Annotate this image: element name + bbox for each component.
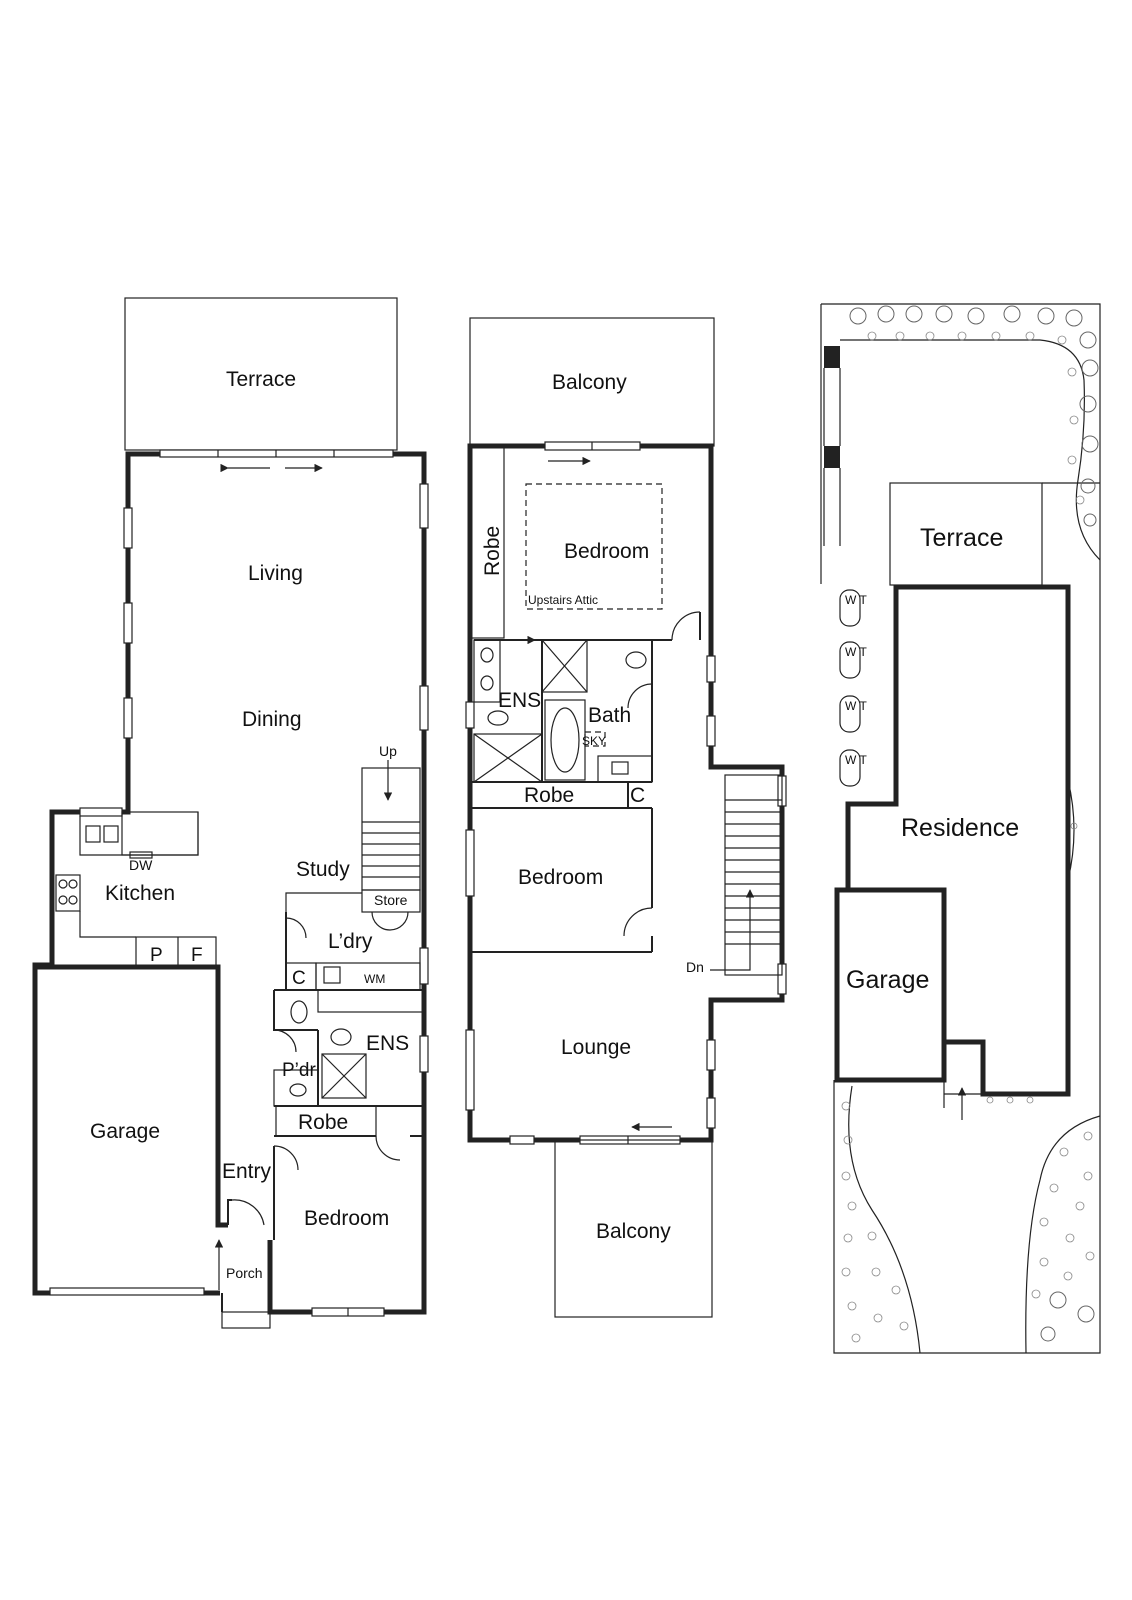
robe-vertical-label: Robe (481, 526, 504, 576)
first-floor-outer-wall-right (628, 443, 785, 1143)
garage-label: Garage (90, 1120, 160, 1143)
ensuite-first-floor-label: ENS (498, 689, 541, 712)
ground-floor-outer-wall-right (267, 451, 427, 1315)
porch-label: Porch (226, 1265, 263, 1281)
study-label: Study (296, 858, 350, 881)
water-tank-label: W T (845, 699, 867, 713)
fridge-label: F (191, 945, 203, 966)
balcony-bottom-area (554, 1139, 713, 1318)
entry-label: Entry (222, 1160, 272, 1183)
site-garage-label: Garage (846, 966, 929, 994)
stair-down-label: Dn (686, 959, 704, 975)
water-tank-label: W T (845, 753, 867, 767)
robe-label: Robe (298, 1111, 348, 1134)
residence-label: Residence (901, 814, 1019, 842)
upstairs-attic-label: Upstairs Attic (528, 593, 598, 607)
main-bedroom-label: Bedroom (564, 540, 649, 563)
bedroom-label: Bedroom (304, 1207, 389, 1230)
stair-up-label: Up (379, 743, 397, 759)
ground-floor-plan: Terrace Living Dining Up DW Kitchen Stud… (32, 297, 429, 1329)
balcony-top-label: Balcony (552, 371, 627, 394)
powder-room-label: P’dr (282, 1060, 316, 1081)
skylight-label: SKY (582, 734, 606, 748)
balcony-bottom-label: Balcony (596, 1220, 671, 1243)
second-bedroom-label: Bedroom (518, 866, 603, 889)
laundry-label: L’dry (328, 930, 373, 953)
robe-first-floor-label: Robe (524, 784, 574, 807)
washing-machine-label: WM (364, 972, 385, 986)
site-plan: Terrace Residence Garage W T W T W T W T (820, 303, 1101, 1354)
bath-label: Bath (588, 704, 631, 727)
terrace-label: Terrace (226, 368, 296, 391)
cupboard-label: C (292, 968, 306, 989)
dining-label: Dining (242, 708, 302, 731)
cupboard-first-floor-label: C (630, 784, 645, 807)
store-label: Store (374, 892, 408, 908)
pantry-label: P (150, 945, 163, 966)
lounge-label: Lounge (561, 1036, 631, 1059)
water-tank-label: W T (845, 593, 867, 607)
site-terrace-label: Terrace (920, 524, 1003, 552)
ensuite-label: ENS (366, 1032, 409, 1055)
garage-wall (35, 964, 228, 1228)
water-tank-label: W T (845, 645, 867, 659)
living-label: Living (248, 562, 303, 585)
dishwasher-label: DW (129, 857, 153, 873)
ground-floor-outer-wall (32, 451, 220, 1296)
first-floor-plan: Balcony Robe Bedroom Upstairs Attic ENS … (465, 317, 787, 1318)
kitchen-label: Kitchen (105, 882, 175, 905)
site-garage-outline (834, 887, 947, 1083)
